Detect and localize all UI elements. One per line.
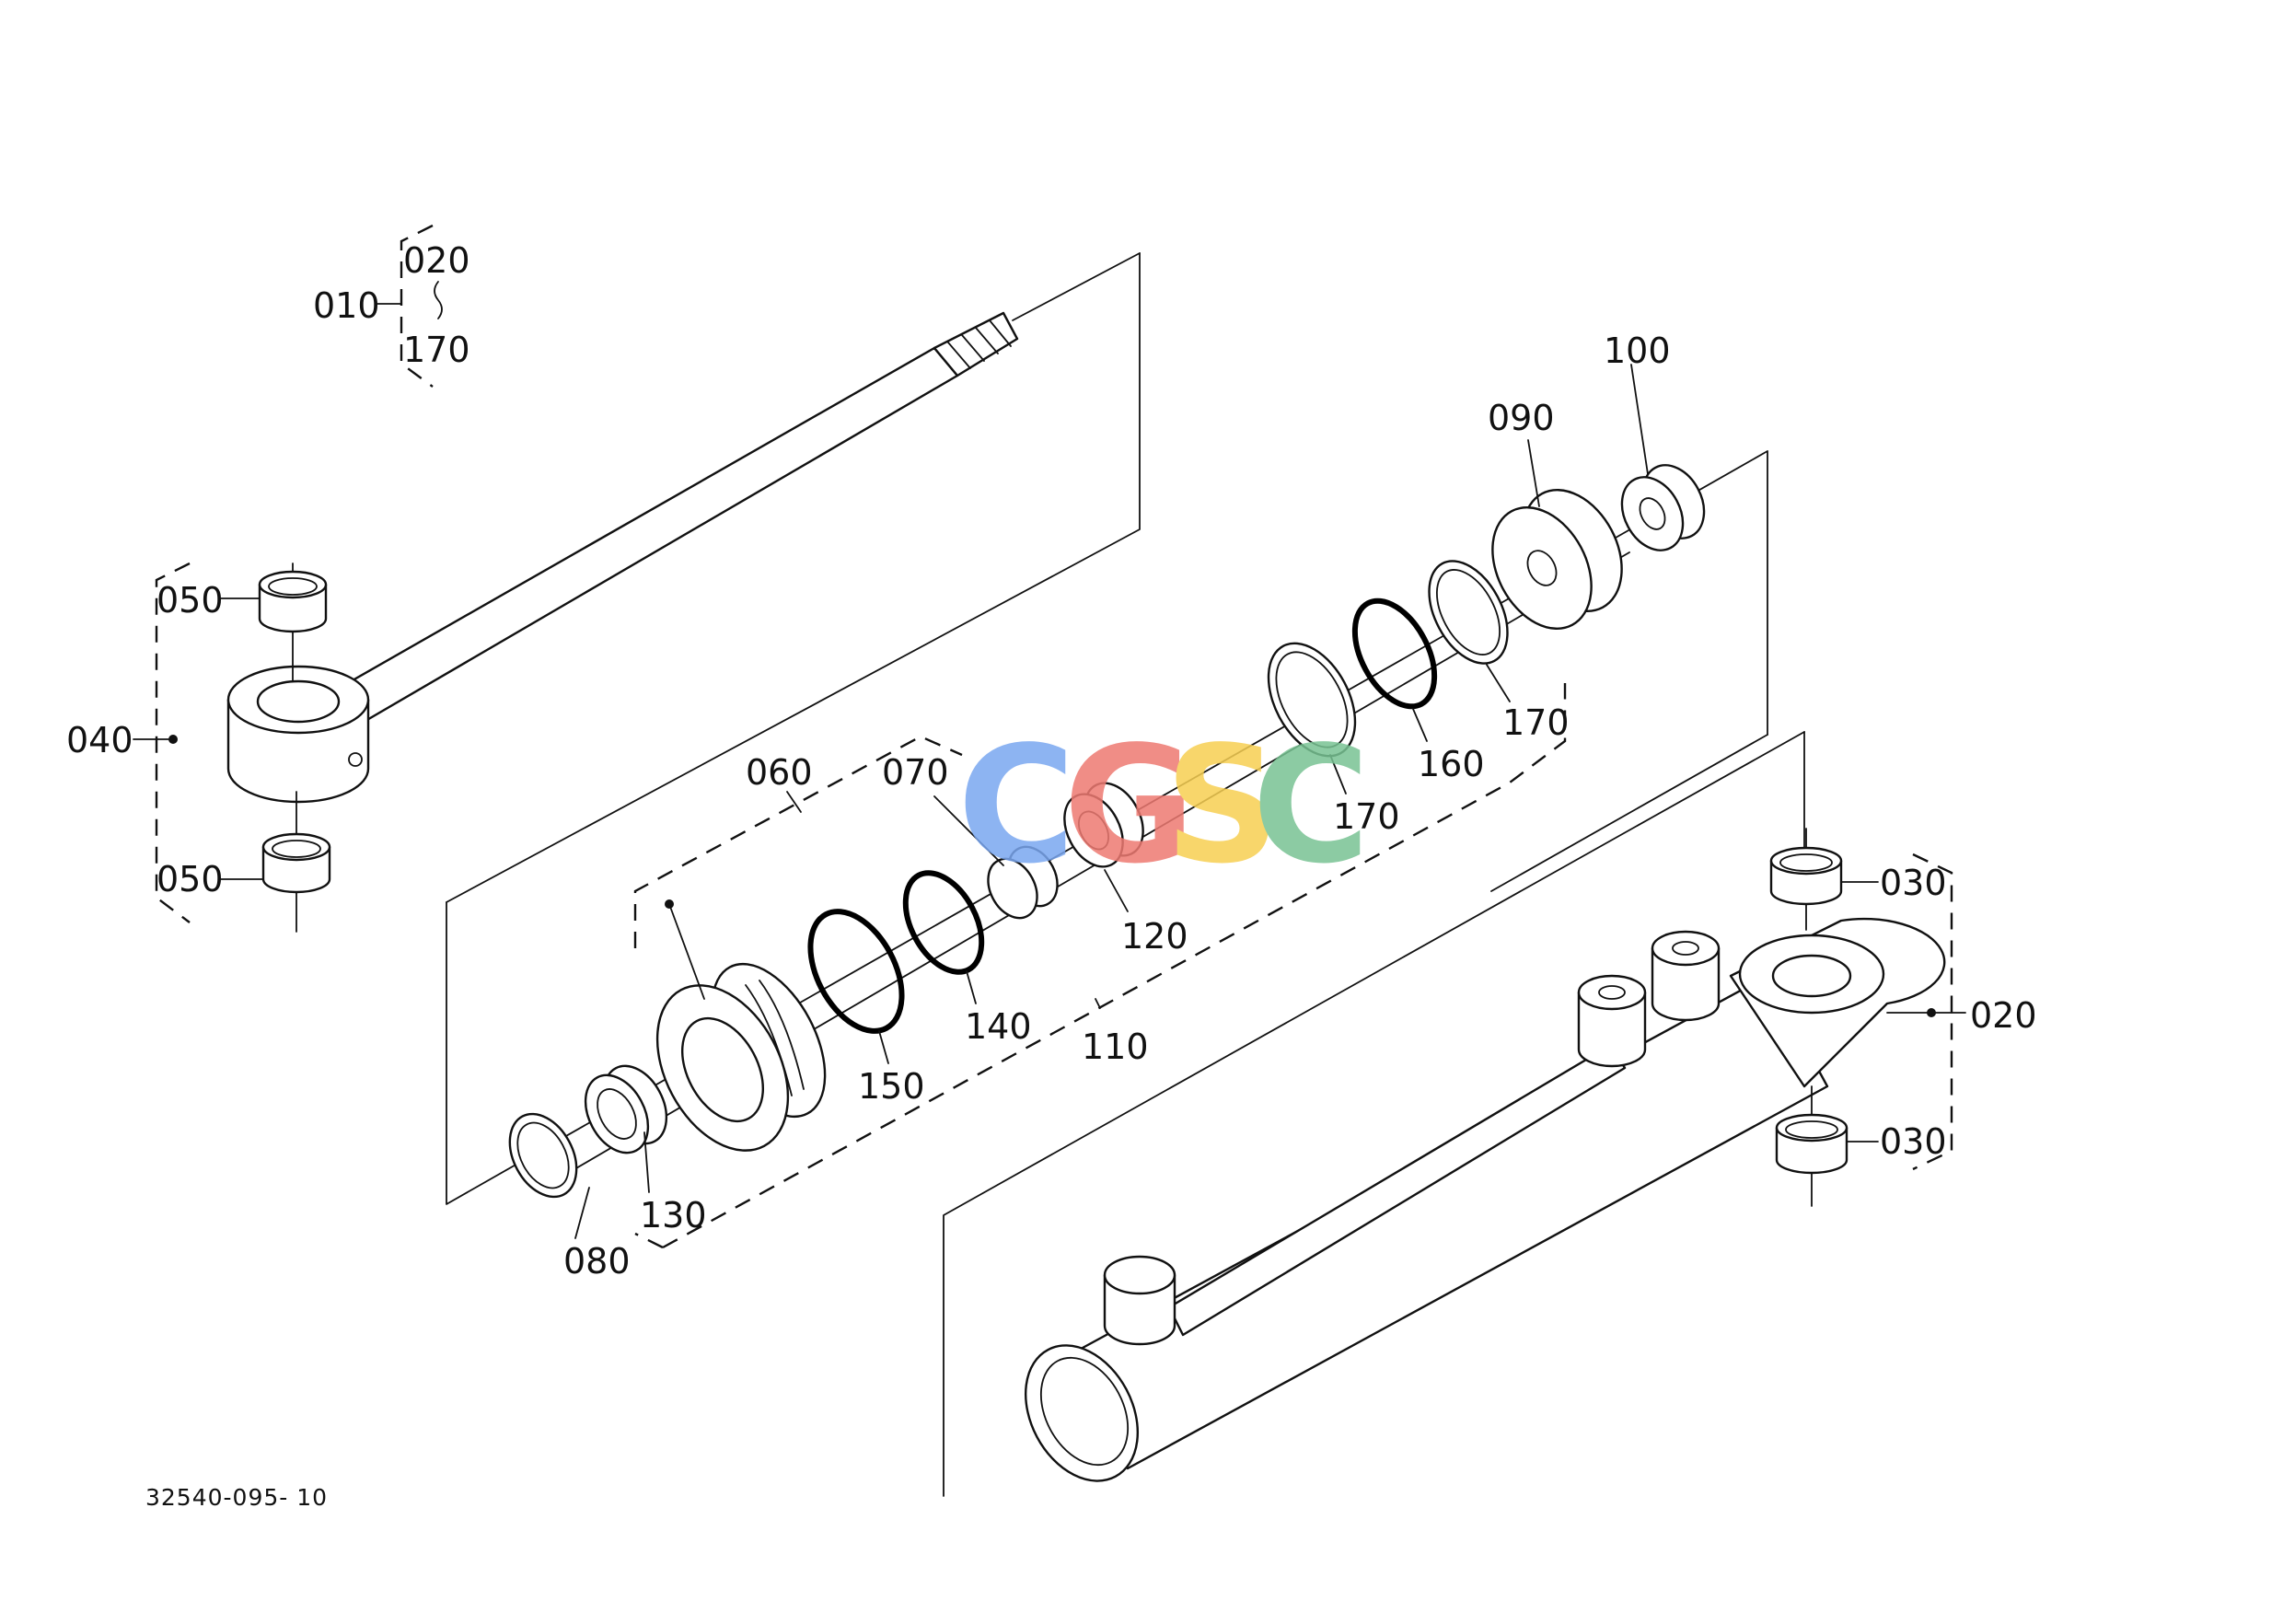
label-130: 130 <box>640 1195 707 1235</box>
label-050-bottom: 050 <box>156 859 224 899</box>
gland-assembly <box>446 450 1768 1249</box>
o-ring-150 <box>807 909 905 1034</box>
label-160: 160 <box>1418 744 1485 784</box>
label-030-bottom: 030 <box>1880 1121 1947 1162</box>
callout-labels: 010 020 170 050 040 050 060 070 120 140 … <box>66 240 2037 1282</box>
label-070: 070 <box>882 752 949 793</box>
bracket-060 <box>633 735 963 948</box>
o-ring-160 <box>1351 597 1438 710</box>
label-100: 100 <box>1604 331 1671 371</box>
ring-130 <box>584 1064 668 1154</box>
label-150: 150 <box>858 1066 925 1107</box>
backup-ring-170-left <box>1267 642 1357 758</box>
bushing-030-top <box>1769 828 1879 931</box>
bracket-110 <box>662 683 1567 1249</box>
snap-ring-080 <box>508 1112 578 1199</box>
label-010-range-end: 170 <box>403 330 470 370</box>
watermark-letter-3: S <box>1165 713 1281 899</box>
watermark-letter-2: G <box>1063 713 1196 899</box>
bushing-030-bottom <box>1775 1085 1879 1207</box>
bracket-020 <box>1912 853 1953 1171</box>
tube-port-1 <box>1577 974 1647 1068</box>
nut-100 <box>1620 464 1706 551</box>
tube-body <box>1071 974 1829 1470</box>
rod-shaft <box>325 346 959 729</box>
tube-pipe <box>1167 1043 1627 1337</box>
tube-port-2 <box>1651 930 1721 1022</box>
label-050-top: 050 <box>156 580 224 621</box>
label-120: 120 <box>1121 916 1188 957</box>
watermark-letter-4: C <box>1252 713 1370 899</box>
label-110: 110 <box>1082 1027 1149 1067</box>
tube-port-boss <box>1103 1255 1176 1346</box>
rod-axis-line <box>1012 252 1141 321</box>
label-060: 060 <box>746 752 813 793</box>
watermark-letter-1: C <box>957 713 1075 899</box>
backup-ring-170-right <box>1428 560 1509 665</box>
document-number: 32540-095- 10 <box>145 1484 328 1511</box>
piston-090 <box>1491 489 1623 630</box>
label-040: 040 <box>66 720 133 760</box>
rod-eye <box>226 665 370 804</box>
label-010-range-start: 020 <box>403 240 470 281</box>
label-170-left: 170 <box>1333 796 1400 837</box>
label-090: 090 <box>1488 398 1555 438</box>
tube-clevis-eye <box>1729 917 1946 1088</box>
label-080: 080 <box>563 1241 631 1282</box>
label-140: 140 <box>965 1006 1032 1047</box>
cylinder-tube <box>943 731 1966 1497</box>
bush-120 <box>1063 782 1144 868</box>
rod-thread-lines <box>947 319 1012 369</box>
bushing-050-top <box>258 563 328 682</box>
gland-060 <box>655 962 827 1152</box>
bushing-050-bottom <box>261 791 331 933</box>
collar-070 <box>987 845 1059 920</box>
o-ring-140 <box>902 870 985 975</box>
leader-lines <box>574 364 1649 1239</box>
watermark: C G S C <box>957 713 1370 899</box>
group-010-bracket <box>377 224 443 388</box>
label-030-top: 030 <box>1880 863 1947 903</box>
tube-frame <box>943 731 1805 1497</box>
rod-frame <box>446 252 1141 903</box>
label-020: 020 <box>1970 995 2037 1036</box>
label-010: 010 <box>313 285 380 326</box>
label-170-right: 170 <box>1502 702 1570 743</box>
piston-rod <box>133 252 1141 933</box>
